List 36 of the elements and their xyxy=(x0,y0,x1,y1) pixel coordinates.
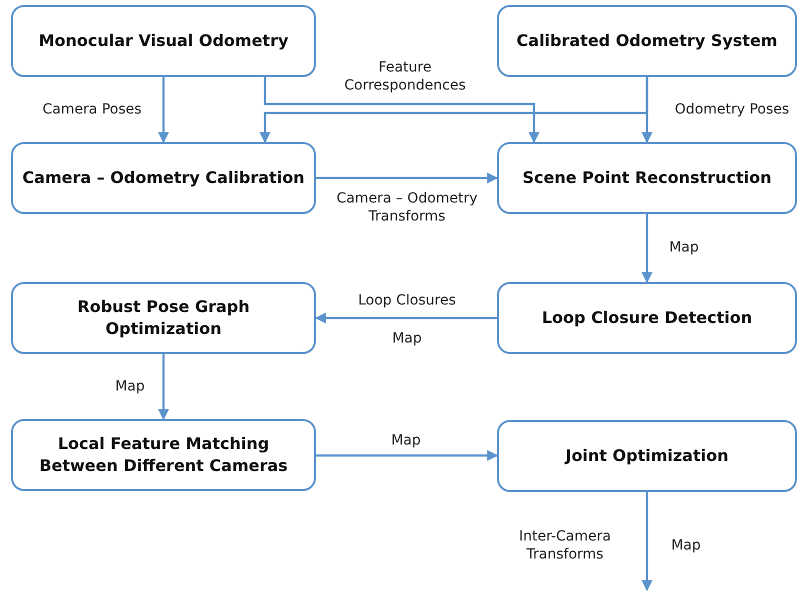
box-label: Joint Optimization xyxy=(565,445,728,467)
arrow xyxy=(642,214,652,284)
arrow xyxy=(642,77,652,144)
arrow xyxy=(316,172,498,184)
edge-label: Map xyxy=(671,537,701,555)
process-box xyxy=(11,419,316,491)
process-box xyxy=(497,142,797,214)
flow-note: Inter-Camera Transforms xyxy=(518,528,612,564)
arrow xyxy=(316,450,498,461)
flow-note: Map xyxy=(392,330,422,348)
edge-label: Feature Correspondences xyxy=(343,60,467,94)
process-box xyxy=(11,5,316,77)
arrow xyxy=(314,312,497,324)
edge-label: Map xyxy=(391,432,421,450)
box-label: Robust Pose Graph Optimization xyxy=(76,296,251,340)
edge-label: Odometry Poses xyxy=(674,101,790,119)
edge-label: Camera Poses xyxy=(42,101,142,119)
process-box xyxy=(497,5,797,77)
arrow xyxy=(158,354,169,420)
edge-label: Map xyxy=(669,239,699,257)
box-label: Local Feature Matching Between Different Cameras xyxy=(38,433,289,477)
box-label: Camera – Odometry Calibration xyxy=(22,167,305,189)
box-label: Scene Point Reconstruction xyxy=(522,167,772,189)
box-label: Monocular Visual Odometry xyxy=(38,30,288,52)
edge-label: Camera – Odometry Transforms xyxy=(335,190,479,226)
arrow xyxy=(642,492,652,592)
process-box xyxy=(11,142,316,214)
box-label: Loop Closure Detection xyxy=(542,307,752,329)
edge-label: Loop Closures xyxy=(358,292,456,310)
box-label: Calibrated Odometry System xyxy=(516,30,778,52)
edge-label: Map xyxy=(115,378,145,396)
arrow xyxy=(158,77,169,144)
process-box xyxy=(497,282,797,354)
process-box xyxy=(11,282,316,354)
process-box xyxy=(497,420,797,492)
arrow xyxy=(264,77,540,144)
